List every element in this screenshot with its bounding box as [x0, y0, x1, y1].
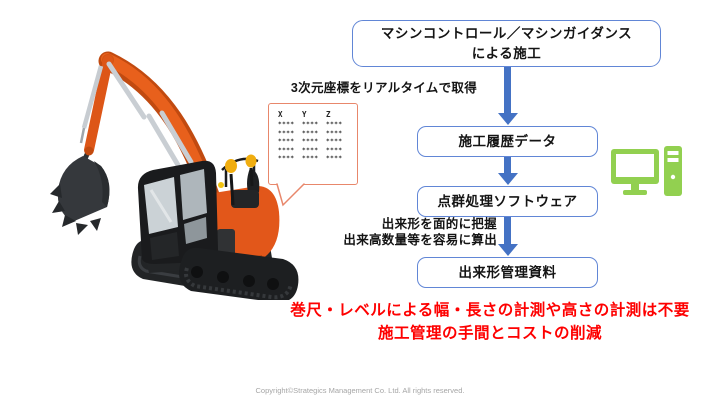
- flow-box-pointcloud-software: 点群処理ソフトウェア: [417, 186, 598, 217]
- highlight-line2: 施工管理の手間とコストの削減: [377, 325, 602, 342]
- coordinate-row: ************: [278, 155, 343, 162]
- coordinate-row: ************: [278, 121, 343, 128]
- caption-realtime-3d: 3次元座標をリアルタイムで取得: [290, 81, 477, 95]
- caption-dekigata-line2: 出来高数量等を容易に算出: [343, 232, 497, 247]
- coordinate-row: ************: [278, 138, 343, 145]
- flow-box-dekigata-documents: 出来形管理資料: [417, 257, 598, 288]
- flow-box-machine-control: マシンコントロール／マシンガイダンス による施工: [352, 20, 661, 67]
- coordinate-header-row: X Y Z: [278, 110, 350, 119]
- caption-dekigata-line1: 出来形を面的に把握: [381, 217, 497, 231]
- caption-dekigata: 出来形を面的に把握 出来高数量等を容易に算出: [343, 217, 497, 248]
- coordinate-header-x: X: [278, 110, 283, 119]
- down-arrow-icon: [504, 217, 511, 245]
- highlight-message: 巻尺・レベルによる幅・長さの計測や高さの計測は不要 施工管理の手間とコストの削減: [260, 299, 720, 345]
- callout-tail: [276, 183, 305, 207]
- flow-box1-line1: マシンコントロール／マシンガイダンス: [380, 25, 633, 41]
- coordinate-callout: X Y Z ************ ************ ********…: [268, 103, 358, 185]
- flow-box-construction-history: 施工履歴データ: [417, 126, 598, 157]
- flow-box1-line2: による施工: [471, 45, 542, 61]
- desktop-computer-icon: [611, 146, 682, 196]
- copyright-notice: Copyright©Strategics Management Co. Ltd.…: [255, 386, 465, 395]
- coordinate-header-z: Z: [326, 110, 331, 119]
- highlight-line1: 巻尺・レベルによる幅・長さの計測や高さの計測は不要: [290, 302, 690, 319]
- coordinate-row: ************: [278, 129, 343, 137]
- down-arrow-icon: [504, 67, 511, 114]
- down-arrow-icon: [504, 157, 511, 174]
- coordinate-header-y: Y: [302, 110, 307, 119]
- excavator-illustration: [50, 51, 299, 300]
- coordinate-row: ************: [278, 146, 343, 154]
